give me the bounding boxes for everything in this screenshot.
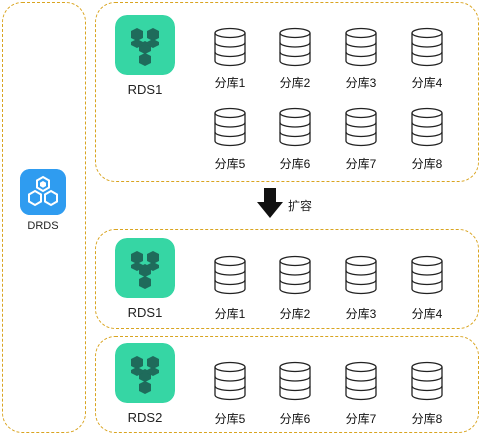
database-icon (213, 27, 247, 67)
drds-label: DRDS (27, 220, 59, 232)
shard-label: 分库1 (214, 307, 246, 321)
rds2-after-container (95, 336, 479, 433)
rds1-after-container (95, 229, 479, 329)
database-icon (410, 361, 444, 401)
database-icon (410, 255, 444, 295)
shard-label: 分库5 (214, 412, 246, 426)
rds-label: RDS1 (127, 305, 163, 320)
database-icon (410, 107, 444, 147)
database-icon (213, 107, 247, 147)
shard-label: 分库3 (345, 76, 377, 90)
arrow-down-icon (257, 188, 283, 218)
shard-label: 分库8 (411, 412, 443, 426)
expand-label: 扩容 (288, 199, 313, 213)
rds1-before-container (95, 2, 479, 182)
database-icon (278, 361, 312, 401)
database-icon (344, 27, 378, 67)
drds-logo-icon (20, 169, 66, 215)
shard-label: 分库6 (279, 157, 311, 171)
rds-icon (115, 343, 175, 403)
database-icon (344, 107, 378, 147)
rds-label: RDS2 (127, 410, 163, 425)
rds-label: RDS1 (127, 82, 163, 97)
shard-label: 分库2 (279, 76, 311, 90)
database-icon (278, 27, 312, 67)
shard-label: 分库4 (411, 76, 443, 90)
database-icon (278, 107, 312, 147)
shard-label: 分库5 (214, 157, 246, 171)
shard-label: 分库1 (214, 76, 246, 90)
database-icon (213, 361, 247, 401)
drds-container (2, 2, 86, 433)
database-icon (278, 255, 312, 295)
rds-icon (115, 238, 175, 298)
shard-label: 分库6 (279, 412, 311, 426)
database-icon (213, 255, 247, 295)
shard-label: 分库3 (345, 307, 377, 321)
database-icon (344, 255, 378, 295)
shard-label: 分库8 (411, 157, 443, 171)
shard-label: 分库7 (345, 157, 377, 171)
shard-label: 分库4 (411, 307, 443, 321)
database-icon (410, 27, 444, 67)
rds-icon (115, 15, 175, 75)
shard-label: 分库7 (345, 412, 377, 426)
shard-label: 分库2 (279, 307, 311, 321)
database-icon (344, 361, 378, 401)
